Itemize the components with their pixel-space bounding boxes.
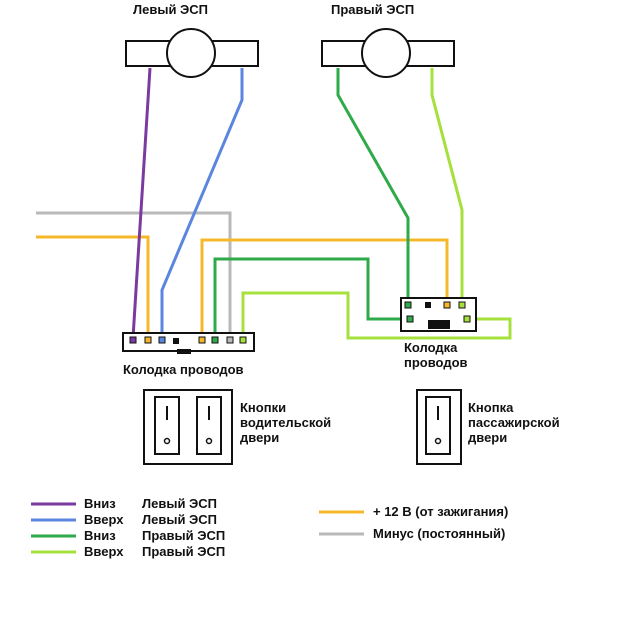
driver-connector-label: Колодка проводов [123,362,244,377]
legend-power-label-0: + 12 В (от зажигания) [373,504,508,519]
right-motor-title: Правый ЭСП [331,2,414,17]
passenger-connector-label-1: Колодка [404,340,458,355]
legend-motor-0: Левый ЭСП [142,496,217,511]
passenger-button-label-3: двери [468,430,507,445]
driver-window-switch-right [196,396,222,455]
legend-motors: Вниз Вверх Вниз Вверх Левый ЭСП Левый ЭС… [31,496,225,559]
wire-left-up [160,68,244,338]
left-motor [125,28,259,78]
legend-dir-0: Вниз [84,496,116,511]
legend-power-label-1: Минус (постоянный) [373,526,505,541]
passenger-button-panel [416,389,462,465]
wire-right-down [336,68,410,305]
legend-dir-1: Вверх [84,512,124,527]
legend-motor-2: Правый ЭСП [142,528,225,543]
passenger-window-switch [425,396,451,455]
legend-dir-2: Вниз [84,528,116,543]
passenger-connector-label-2: проводов [404,355,468,370]
wire-plus12-driver [36,235,150,338]
driver-connector-pins [129,336,247,344]
right-motor [321,28,455,78]
driver-connector [122,332,255,354]
wire-lightgreen-link [241,291,512,340]
legend-power: + 12 В (от зажигания) Минус (постоянный) [319,504,508,541]
legend-dir-3: Вверх [84,544,124,559]
wire-green-link [213,257,410,338]
passenger-connector [400,297,477,332]
driver-buttons-panel [143,389,233,465]
passenger-button-label-2: пассажирской [468,415,560,430]
wire-minus-grey [36,211,232,338]
wire-left-down [131,67,152,339]
legend-motor-3: Правый ЭСП [142,544,225,559]
wire-plus12-passenger [200,238,449,338]
driver-buttons-label-2: водительской [240,415,331,430]
driver-window-switch-left [154,396,180,455]
driver-buttons-label-3: двери [240,430,279,445]
wire-right-up [430,68,464,305]
legend-motor-1: Левый ЭСП [142,512,217,527]
driver-buttons-label-1: Кнопки [240,400,286,415]
passenger-button-label-1: Кнопка [468,400,514,415]
left-motor-title: Левый ЭСП [133,2,208,17]
